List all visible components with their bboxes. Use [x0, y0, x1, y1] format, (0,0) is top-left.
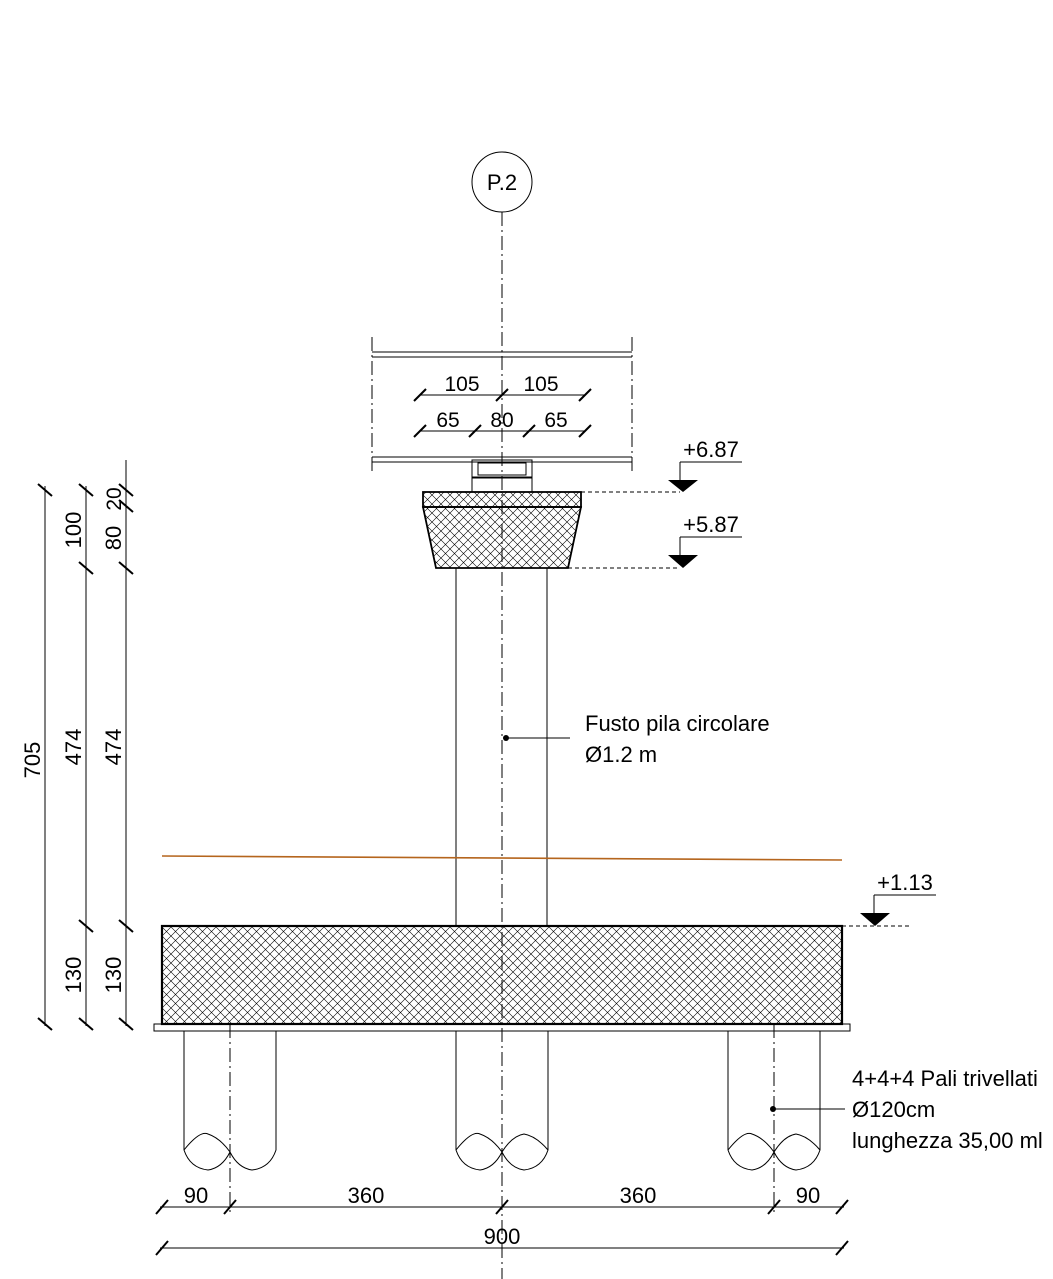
deck-dim-upper-left: 105: [444, 373, 479, 396]
bdim-left-span: 360: [348, 1183, 385, 1208]
pile-left: [183, 1024, 277, 1215]
vdim-column-outer: 474: [61, 729, 86, 766]
vdim-cap-inner: 80: [101, 526, 126, 550]
bdim-left-edge: 90: [184, 1183, 208, 1208]
ground-line: [161, 855, 843, 861]
piles-note-line1: 4+4+4 Pali trivellati: [852, 1066, 1038, 1091]
pier-column: [455, 568, 548, 926]
deck-dim-lower-mid: 80: [490, 409, 513, 432]
elevation-foundation-label: +1.13: [877, 870, 933, 895]
pier-cap: [421, 491, 583, 569]
bearing: [471, 459, 533, 493]
vdim-column-inner: 474: [101, 729, 126, 766]
elevation-top-label: +6.87: [683, 437, 739, 462]
piles-callout: 4+4+4 Pali trivellati Ø120cm lunghezza 3…: [770, 1066, 1043, 1153]
pier-label: P.2: [487, 170, 517, 195]
pile-right: [727, 1024, 821, 1215]
piles-note-line3: lunghezza 35,00 ml: [852, 1128, 1043, 1153]
deck-dimensions: 105 105 65 80 65: [413, 373, 592, 438]
deck-dim-lower-left: 65: [436, 409, 459, 432]
bdim-right-span: 360: [620, 1183, 657, 1208]
vdim-footing-inner: 130: [101, 957, 126, 994]
column-note-line2: Ø1.2 m: [585, 742, 657, 767]
column-callout: Fusto pila circolare Ø1.2 m: [503, 711, 770, 767]
vdim-footing-outer: 130: [61, 957, 86, 994]
elevation-cap-bottom: +5.87: [568, 512, 742, 569]
vdim-cap-outer: 100: [61, 512, 86, 549]
elevation-foundation: +1.13: [842, 870, 936, 927]
vertical-dimensions: 705 100 474 130 20 80 474 130: [20, 460, 134, 1031]
elevation-cap-bottom-label: +5.87: [683, 512, 739, 537]
column-note-line1: Fusto pila circolare: [585, 711, 770, 736]
bdim-total: 900: [484, 1224, 521, 1249]
deck-dim-upper-right: 105: [523, 373, 558, 396]
pile-center: [455, 1031, 549, 1171]
footing: [153, 924, 851, 1032]
piles-note-line2: Ø120cm: [852, 1097, 935, 1122]
piles: [183, 1024, 821, 1215]
bottom-dimensions: 90 360 360 90 900: [155, 1183, 849, 1256]
vdim-total: 705: [20, 742, 45, 779]
bdim-right-edge: 90: [796, 1183, 820, 1208]
pier-label-marker: P.2: [471, 151, 533, 213]
deck: [371, 337, 633, 474]
vdim-top-layer: 20: [103, 487, 126, 510]
deck-dim-lower-right: 65: [544, 409, 567, 432]
elevation-top: +6.87: [581, 437, 742, 493]
